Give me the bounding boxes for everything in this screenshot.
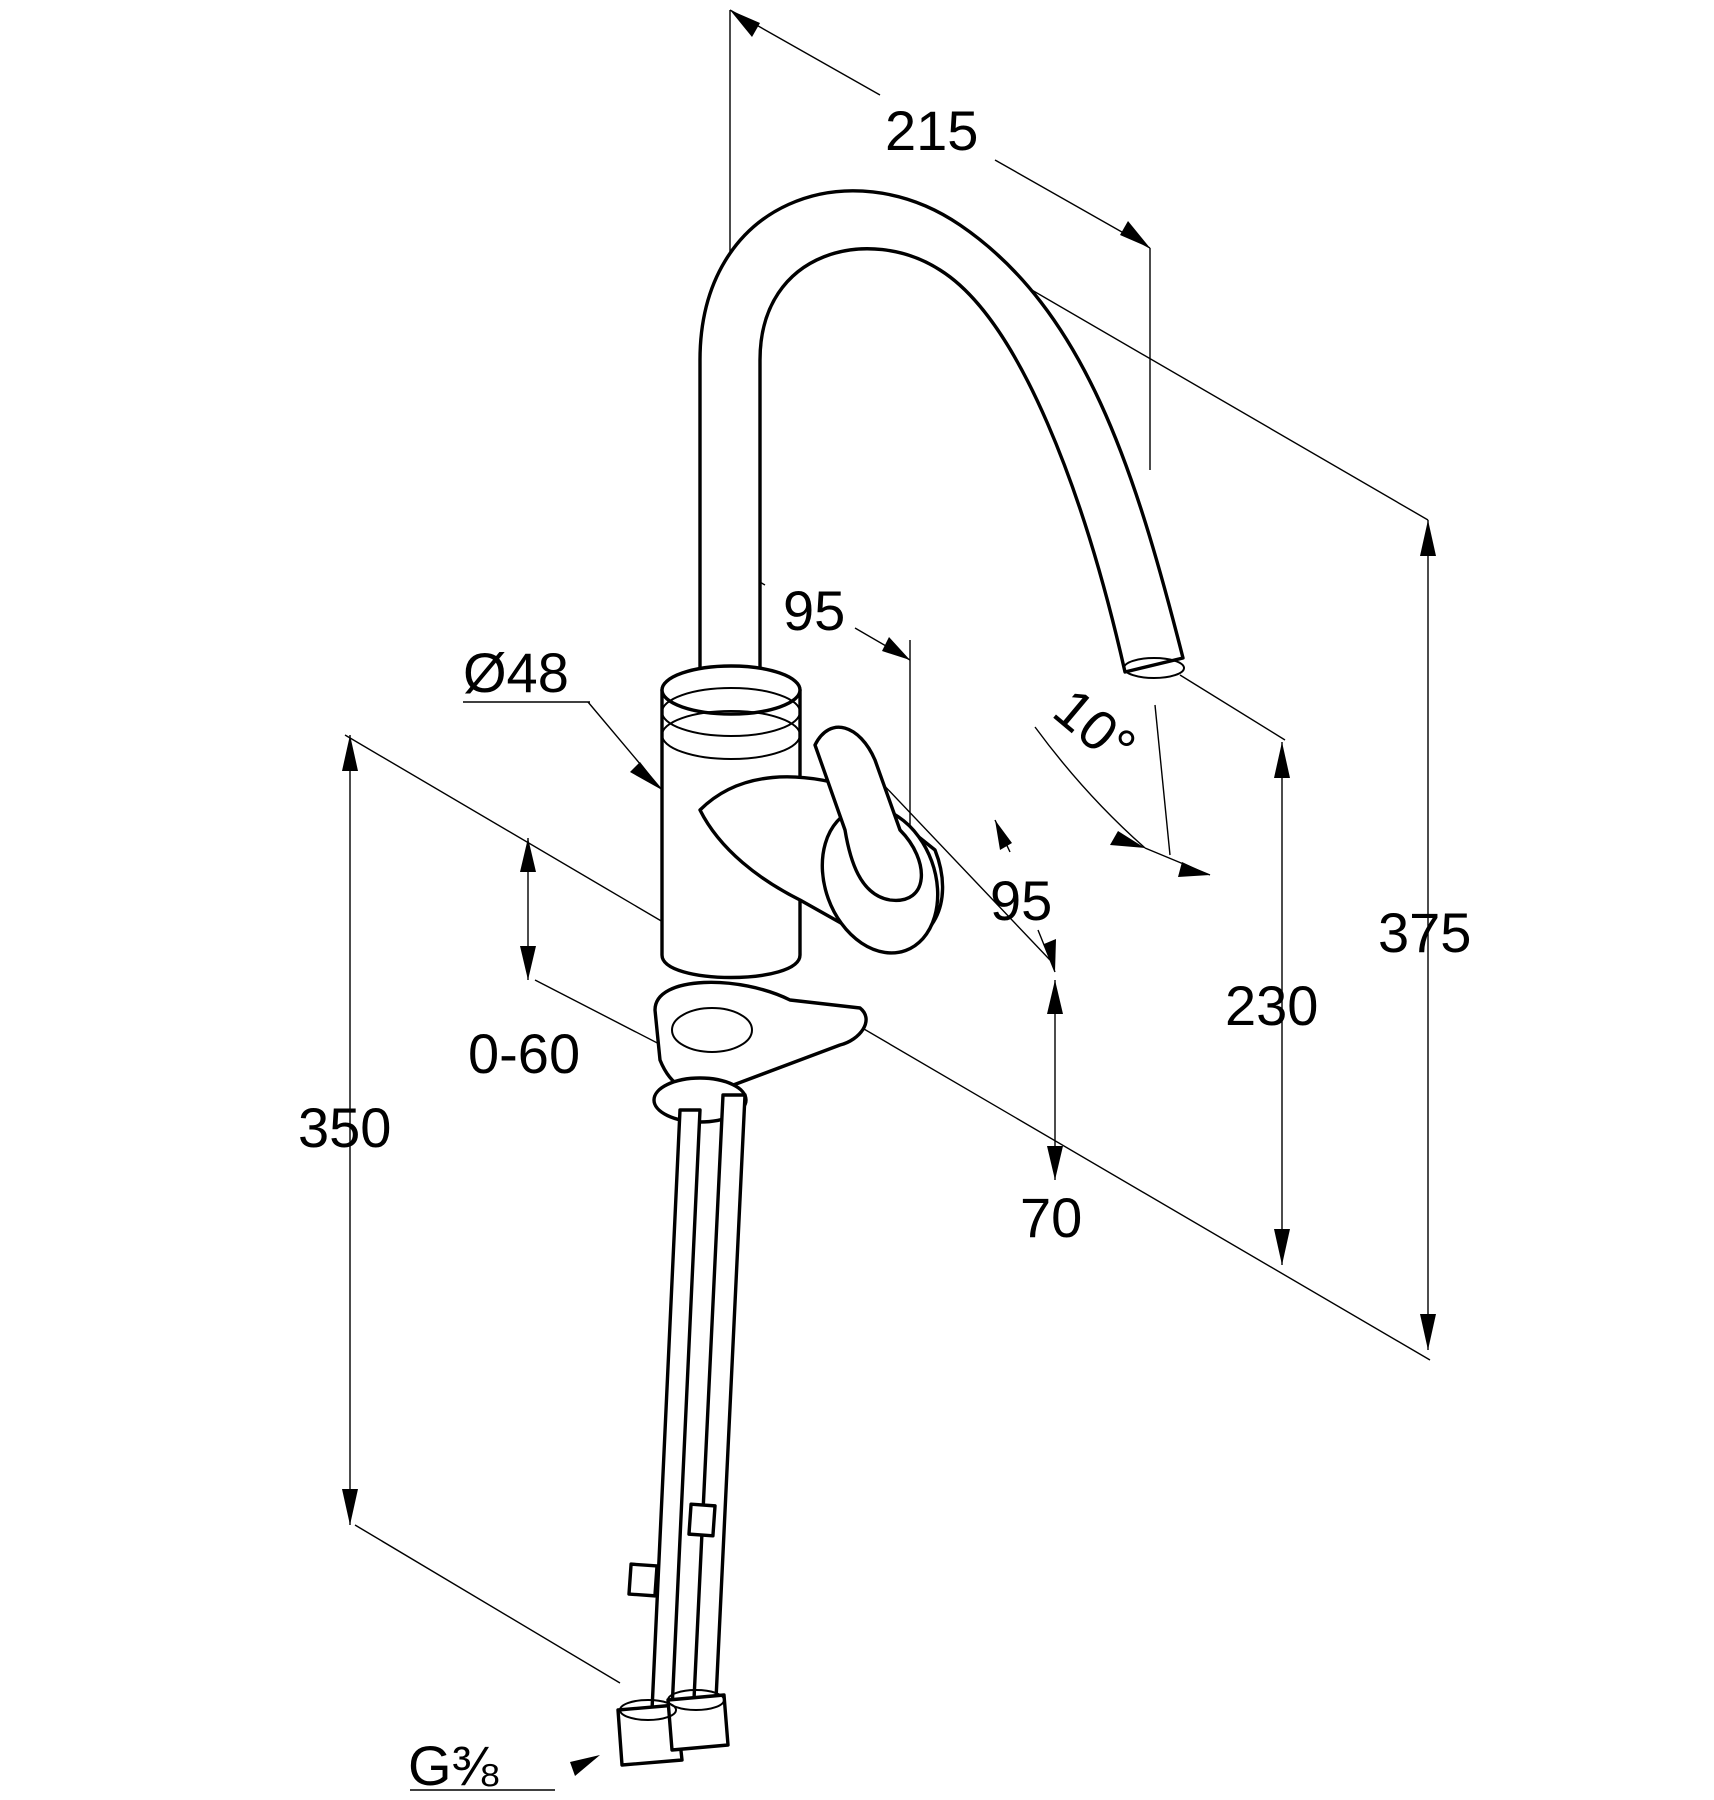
dim-body-height: 70 [1020,1186,1082,1249]
dim-spout-outlet-offset: 95 [783,579,845,642]
dim-swivel-angle: 10° [1042,676,1147,779]
lever-handle [813,725,923,902]
mounting-bracket [653,980,868,1095]
dim-spout-reach: 215 [885,99,978,162]
hose-left [650,1108,702,1712]
dim-hose-length: 350 [298,1096,391,1159]
connection-nut-right [666,1693,730,1752]
dim-lever-offset: 95 [990,869,1052,932]
dim-total-height: 375 [1378,901,1471,964]
spout [698,189,1185,682]
dim-outlet-height: 230 [1225,974,1318,1037]
dim-body-diameter: Ø48 [463,641,569,704]
arrowheads [342,10,1436,1776]
dim-counter-thickness: 0-60 [468,1022,580,1085]
hose-right [691,1093,747,1722]
dim-connection-thread: G⅜ [408,1734,499,1797]
faucet [616,189,1185,1767]
connection-nut-left [616,1703,684,1767]
dimension-labels: 215 95 Ø48 95 10° 375 230 350 0-60 70 G⅜ [298,99,1471,1797]
